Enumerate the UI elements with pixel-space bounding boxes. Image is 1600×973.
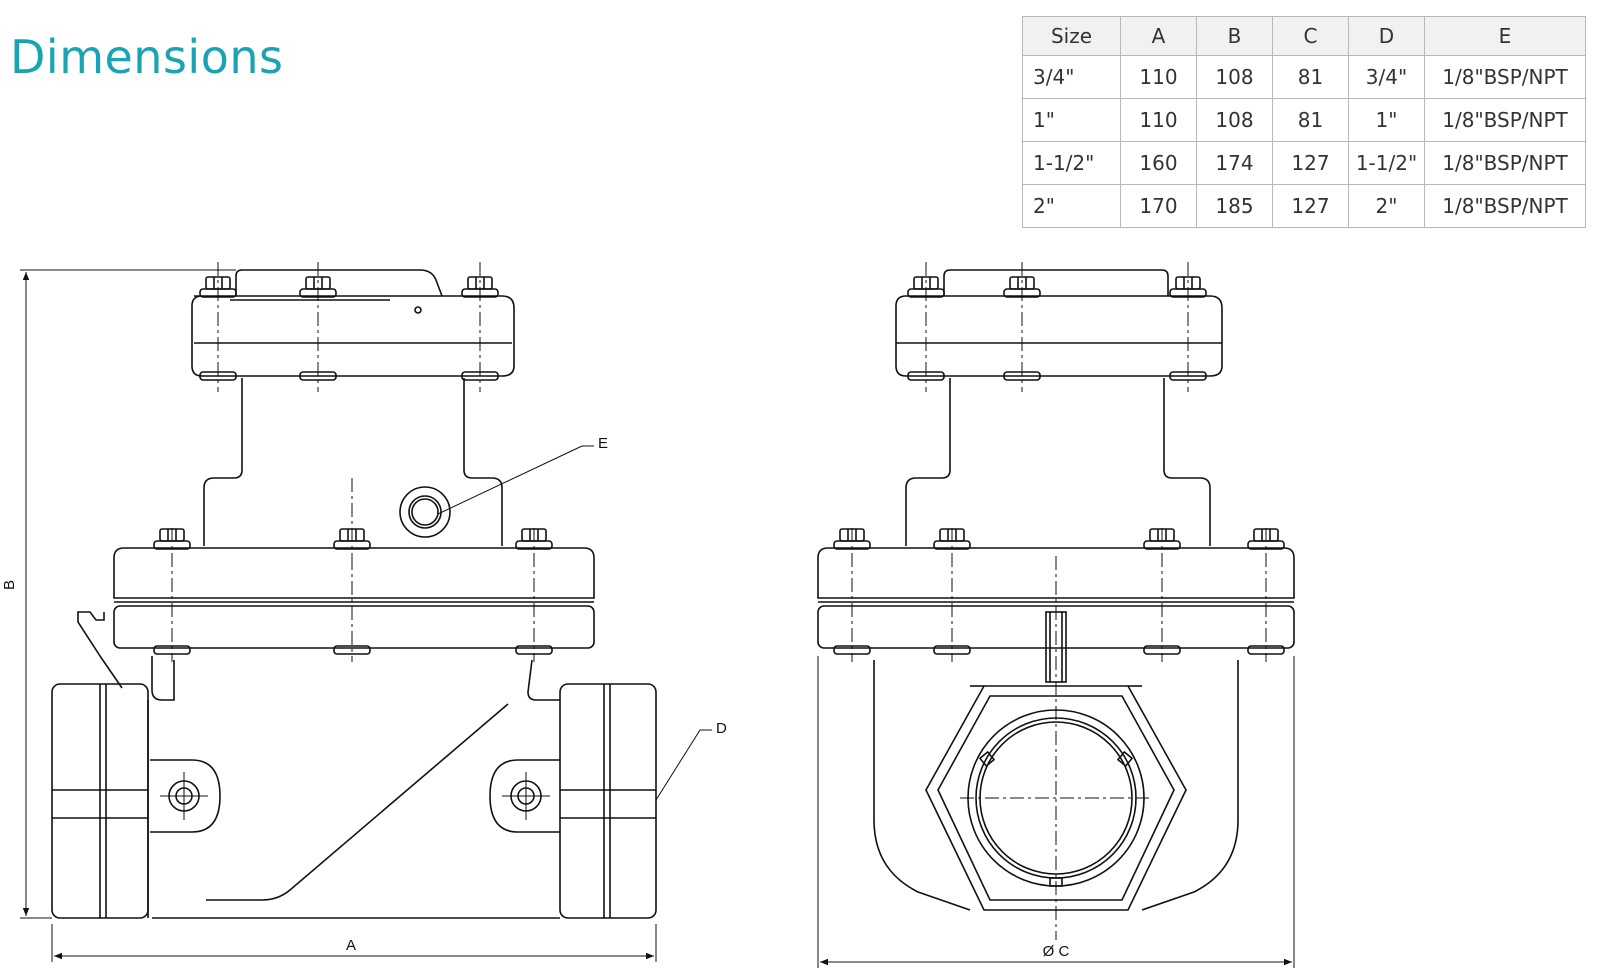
table-row: 1-1/2" 160 174 127 1-1/2" 1/8"BSP/NPT [1022,141,1586,185]
table-cell: 170 [1120,184,1197,228]
table-cell: 2" [1348,184,1425,228]
table-header: A [1120,16,1197,56]
table-cell: 174 [1196,141,1273,185]
table-cell: 127 [1272,141,1349,185]
table-header: D [1348,16,1425,56]
table-cell: 1" [1348,98,1425,142]
dimensions-table: Size A B C D E 3/4" 110 108 81 3/4" 1/8"… [1022,16,1586,228]
table-cell: 110 [1120,98,1197,142]
table-cell: 2" [1022,184,1121,228]
table-header: E [1424,16,1586,56]
dimension-b-label: B [1,580,18,590]
table-cell: 81 [1272,55,1349,99]
page-title: Dimensions [10,30,284,84]
end-view: Ø C [817,262,1295,968]
table-cell: 108 [1196,98,1273,142]
dimension-a-label: A [346,937,356,954]
table-cell: 3/4" [1348,55,1425,99]
table-header: Size [1022,16,1121,56]
table-cell: 3/4" [1022,55,1121,99]
table-header-row: Size A B C D E [1022,16,1586,56]
table-header: B [1196,16,1273,56]
table-cell: 1-1/2" [1022,141,1121,185]
table-cell: 1/8"BSP/NPT [1424,98,1586,142]
table-row: 2" 170 185 127 2" 1/8"BSP/NPT [1022,184,1586,228]
table-cell: 1-1/2" [1348,141,1425,185]
table-cell: 160 [1120,141,1197,185]
port-e-label: E [598,435,608,452]
table-cell: 1/8"BSP/NPT [1424,184,1586,228]
table-cell: 110 [1120,55,1197,99]
connection-d-label: D [716,720,727,737]
side-view: A B E D [1,262,727,962]
table-header: C [1272,16,1349,56]
table-cell: 127 [1272,184,1349,228]
table-cell: 1/8"BSP/NPT [1424,55,1586,99]
table-row: 1" 110 108 81 1" 1/8"BSP/NPT [1022,98,1586,142]
table-cell: 185 [1196,184,1273,228]
table-cell: 1/8"BSP/NPT [1424,141,1586,185]
table-row: 3/4" 110 108 81 3/4" 1/8"BSP/NPT [1022,55,1586,99]
table-cell: 108 [1196,55,1273,99]
dimension-c-label: Ø C [1043,943,1070,960]
